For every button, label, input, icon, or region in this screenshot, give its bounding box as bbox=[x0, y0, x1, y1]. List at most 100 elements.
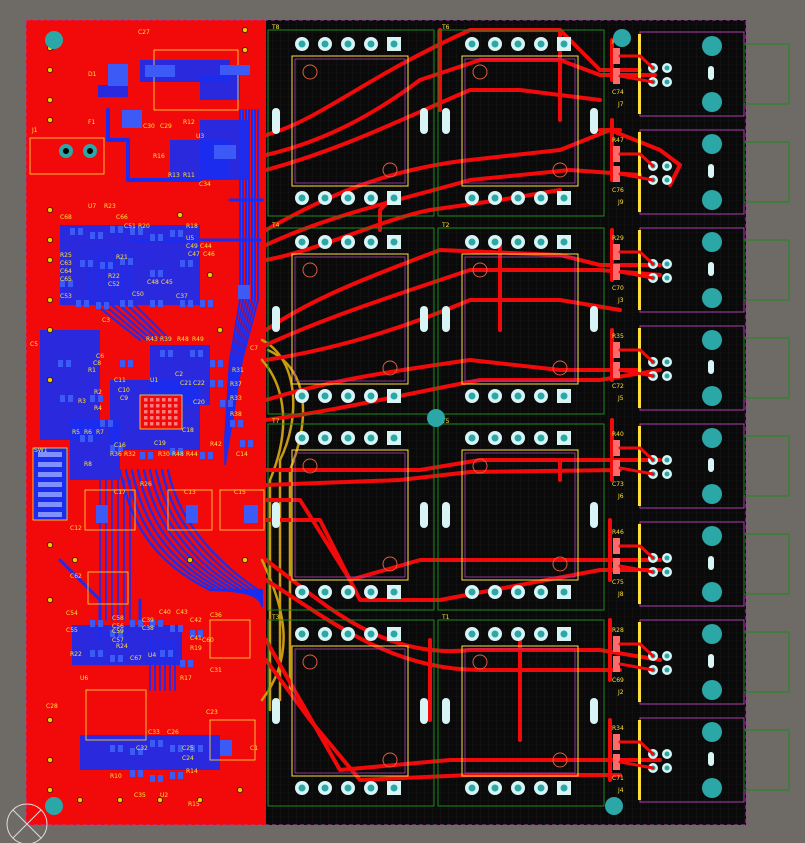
pin1-marker bbox=[382, 162, 398, 178]
smd-pad bbox=[122, 110, 142, 128]
silkscreen-label: C43 bbox=[176, 609, 188, 616]
drill bbox=[664, 555, 670, 561]
via bbox=[47, 97, 53, 103]
transformer-t2[interactable]: T2 bbox=[437, 222, 605, 415]
component-outline[interactable] bbox=[87, 571, 129, 605]
smd-pad bbox=[128, 360, 133, 367]
resistor-label: R28 bbox=[612, 627, 624, 634]
top-trace bbox=[264, 358, 642, 402]
bottom-trace bbox=[224, 109, 253, 457]
silkscreen-label: C37 bbox=[176, 293, 188, 300]
mounting-hole[interactable] bbox=[427, 409, 445, 427]
smd-pad bbox=[160, 650, 165, 657]
transformer-t5[interactable]: T5 bbox=[437, 418, 605, 611]
transformer-keepout bbox=[267, 423, 435, 611]
smd-pad bbox=[68, 395, 73, 402]
resistor-label: R47 bbox=[612, 137, 624, 144]
drill bbox=[514, 434, 522, 442]
smd-pad bbox=[248, 440, 253, 447]
mounting-hole[interactable] bbox=[45, 797, 63, 815]
silkscreen-label: R12 bbox=[183, 119, 195, 126]
bottom-trace bbox=[113, 249, 159, 341]
smd-pad bbox=[158, 775, 163, 782]
mounting-hole[interactable] bbox=[605, 797, 623, 815]
connector-j1[interactable] bbox=[29, 137, 105, 175]
resistor-pad bbox=[613, 734, 620, 750]
component-outline[interactable] bbox=[85, 689, 147, 741]
jack-label: J6 bbox=[617, 493, 624, 500]
smd-pad bbox=[188, 300, 193, 307]
silkscreen-label: C39 bbox=[142, 617, 154, 624]
component-outline[interactable] bbox=[153, 49, 239, 111]
drill bbox=[367, 194, 375, 202]
via bbox=[47, 237, 53, 243]
silkscreen-label: C40 bbox=[159, 609, 171, 616]
silkscreen-label: C3 bbox=[102, 317, 110, 324]
resistor-pad bbox=[613, 244, 620, 260]
drill bbox=[321, 784, 329, 792]
smd-pad bbox=[168, 350, 173, 357]
drill bbox=[491, 40, 499, 48]
cap-pad bbox=[613, 264, 620, 280]
silkscreen-label: C5 bbox=[30, 341, 38, 348]
slot-pad bbox=[420, 698, 428, 724]
silkscreen-label: R39 bbox=[160, 336, 172, 343]
drill bbox=[298, 40, 306, 48]
mounting-hole[interactable] bbox=[45, 31, 63, 49]
jack-edge bbox=[638, 524, 641, 604]
silkscreen-label: C53 bbox=[60, 293, 72, 300]
smd-pad bbox=[90, 395, 95, 402]
cap-pad bbox=[613, 656, 620, 672]
silkscreen-label: R6 bbox=[84, 429, 92, 436]
drill bbox=[491, 194, 499, 202]
smd-pad bbox=[158, 620, 163, 627]
component-outline[interactable] bbox=[84, 489, 136, 531]
pin1-marker bbox=[552, 360, 568, 376]
bottom-trace bbox=[142, 468, 264, 600]
transformer-t1[interactable]: T1 bbox=[437, 614, 605, 807]
cap-label: C69 bbox=[612, 677, 624, 684]
pin1-marker bbox=[382, 360, 398, 376]
gold-trace bbox=[260, 338, 295, 702]
transformer-t6[interactable]: T6 bbox=[437, 24, 605, 217]
transformer-body bbox=[461, 645, 579, 777]
shield-pad bbox=[702, 386, 722, 406]
bottom-trace bbox=[105, 249, 153, 341]
cap-pad bbox=[613, 166, 620, 182]
silkscreen-label: R3 bbox=[78, 398, 86, 405]
transformer-t4[interactable]: T4 bbox=[267, 222, 435, 415]
transformer-body bbox=[291, 449, 409, 581]
jack-trace bbox=[618, 152, 655, 168]
smd-pad bbox=[88, 260, 93, 267]
silkscreen-label: D1 bbox=[88, 71, 97, 78]
drill bbox=[560, 784, 568, 792]
component-outline[interactable] bbox=[209, 719, 256, 761]
jack-j7[interactable]: R41C74J7 bbox=[612, 31, 790, 117]
transformer-t3[interactable]: T3 bbox=[267, 614, 435, 807]
mounting-hole[interactable] bbox=[613, 29, 631, 47]
via bbox=[77, 797, 83, 803]
component-outline[interactable] bbox=[219, 489, 265, 531]
smd-pad bbox=[108, 262, 113, 269]
drill bbox=[390, 392, 398, 400]
via bbox=[187, 557, 193, 563]
transformer-t7[interactable]: T7 bbox=[267, 418, 435, 611]
component-outline[interactable] bbox=[209, 619, 251, 659]
drill bbox=[367, 588, 375, 596]
bga-ball bbox=[162, 398, 166, 402]
component-outline[interactable] bbox=[167, 489, 213, 531]
transformer-courtyard bbox=[294, 256, 406, 382]
smd-pad bbox=[170, 625, 175, 632]
jack-trace bbox=[618, 368, 655, 378]
transformer-t8[interactable]: T8 bbox=[267, 24, 435, 217]
transformer-body bbox=[461, 449, 579, 581]
bottom-copper-fill bbox=[40, 330, 100, 440]
